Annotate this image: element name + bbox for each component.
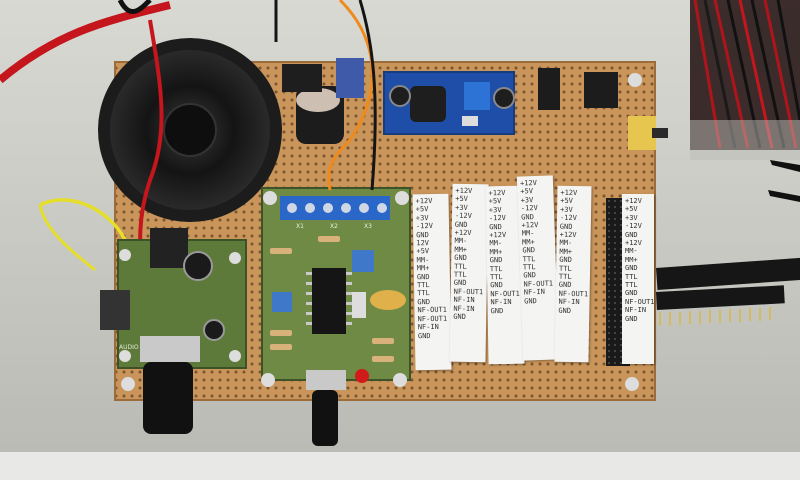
black-wire-top (117, 0, 152, 14)
screw (395, 191, 409, 205)
label-strip-line: MM+ (625, 255, 638, 264)
label-strip-line: +12V (625, 197, 642, 205)
bench-edge (0, 452, 800, 480)
screw (229, 252, 241, 264)
screw (229, 350, 241, 362)
capacitor-large (183, 251, 213, 281)
male-pin-header-strip (656, 257, 800, 326)
silkscreen-x1: X1 (296, 223, 304, 230)
capacitor (203, 319, 225, 341)
label-strip-line: NF-IN (625, 306, 647, 315)
trimmer-pot-2 (272, 292, 292, 312)
label-strip-line: GND (453, 279, 467, 288)
label-strip-line: +5V (455, 195, 469, 204)
voltage-regulator-2 (584, 72, 618, 108)
potentiometer-body (140, 336, 200, 362)
label-strip-line: GND (625, 289, 638, 298)
loose-wire-end-2 (768, 190, 800, 202)
label-strip-line: MM- (559, 239, 573, 248)
led (355, 369, 369, 383)
label-strip-line: GND (625, 230, 638, 239)
crystal (370, 290, 406, 310)
usb-module (336, 58, 364, 98)
label-strip-line: NF-IN (558, 298, 580, 307)
silkscreen-audio: AUDIO (119, 344, 139, 351)
inductor (410, 86, 446, 122)
chip (462, 116, 478, 126)
electrolytic-capacitor (296, 86, 344, 144)
label-strip-line: NF-OUT1 (417, 314, 448, 323)
label-strip-line: MM- (454, 237, 468, 246)
trimmer-pot-blue (464, 82, 490, 110)
screw (263, 191, 277, 205)
slide-switch (352, 292, 366, 318)
speaker (98, 38, 282, 222)
label-strip-line: NF-OUT1 (625, 297, 654, 306)
switch-lever (652, 128, 668, 138)
label-strip-line: GND (559, 256, 572, 265)
loose-wire-end (770, 160, 800, 172)
yellow-wire-loop (38, 204, 96, 272)
screw (393, 373, 407, 387)
label-strip-line: NF-OUT1 (417, 306, 448, 315)
black-wire (358, 0, 377, 191)
label-strip-line: GND (454, 253, 467, 263)
label-strip-line: GND (524, 296, 537, 306)
label-strip-line: GND (417, 331, 431, 340)
volume-knob (143, 362, 193, 434)
label-strip-line: NF-OUT1 (490, 289, 520, 299)
screw (261, 373, 275, 387)
label-strip-line: GND (625, 314, 638, 323)
dc-jack (150, 228, 188, 268)
screw (121, 377, 135, 391)
label-strip-line: -12V (625, 222, 642, 231)
label-strip-line: +5V (625, 205, 638, 214)
knob-2 (312, 390, 338, 446)
voltage-regulator (538, 68, 560, 110)
tone-generator-module (261, 187, 411, 446)
wire-bundle (690, 0, 800, 160)
potentiometer-2-body (306, 370, 346, 390)
red-wire-top (0, 1, 171, 84)
silkscreen-x2: X2 (330, 223, 338, 230)
label-strip-line: GND (558, 306, 572, 315)
label-strip-line: +3V (625, 213, 638, 222)
label-strip-line: TTL (625, 272, 638, 281)
screw-terminal-block (280, 196, 390, 220)
capacitor (493, 87, 515, 109)
label-strip-line: -12V (559, 213, 577, 223)
switch (628, 116, 656, 150)
label-strip-line: GND (625, 264, 638, 273)
audio-jack (100, 290, 130, 330)
label-strip-line: GND (490, 306, 504, 315)
screw (625, 377, 639, 391)
label-strip-line: NF-IN (453, 296, 475, 305)
label-strip-line: TTL (625, 281, 638, 290)
label-strip-line: GND (558, 281, 572, 290)
label-strip-line: +12V (625, 239, 642, 248)
screw (119, 249, 131, 261)
trimmer-pot (352, 250, 374, 272)
screw (628, 73, 642, 87)
terminal-block-black (282, 64, 322, 92)
orange-wire (327, 0, 374, 191)
screw (119, 350, 131, 362)
ic-chip (312, 268, 346, 334)
label-strip-line: MM- (625, 247, 638, 256)
capacitor (389, 85, 411, 107)
label-strip-line: -12V (454, 211, 472, 221)
silkscreen-x3: X3 (364, 223, 372, 230)
label-strip-line: +5V (560, 197, 573, 206)
audio-amplifier-module (100, 228, 247, 434)
step-down-converter-module (383, 71, 515, 135)
label-strip-line: GND (453, 312, 466, 322)
